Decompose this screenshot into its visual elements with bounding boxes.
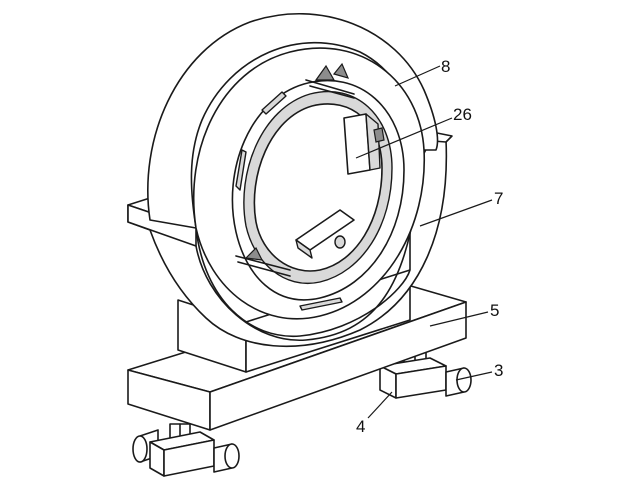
front-left-roller <box>132 423 240 477</box>
label-3: 3 <box>494 361 503 380</box>
label-26: 26 <box>453 105 472 124</box>
label-8: 8 <box>441 57 450 76</box>
internal-clamps <box>235 62 385 311</box>
label-7: 7 <box>494 189 503 208</box>
leader-lines <box>355 65 493 419</box>
reference-labels: 8 26 7 5 3 4 <box>356 57 503 436</box>
label-5: 5 <box>490 301 499 320</box>
label-4: 4 <box>356 417 365 436</box>
rear-right-roller <box>379 351 472 399</box>
